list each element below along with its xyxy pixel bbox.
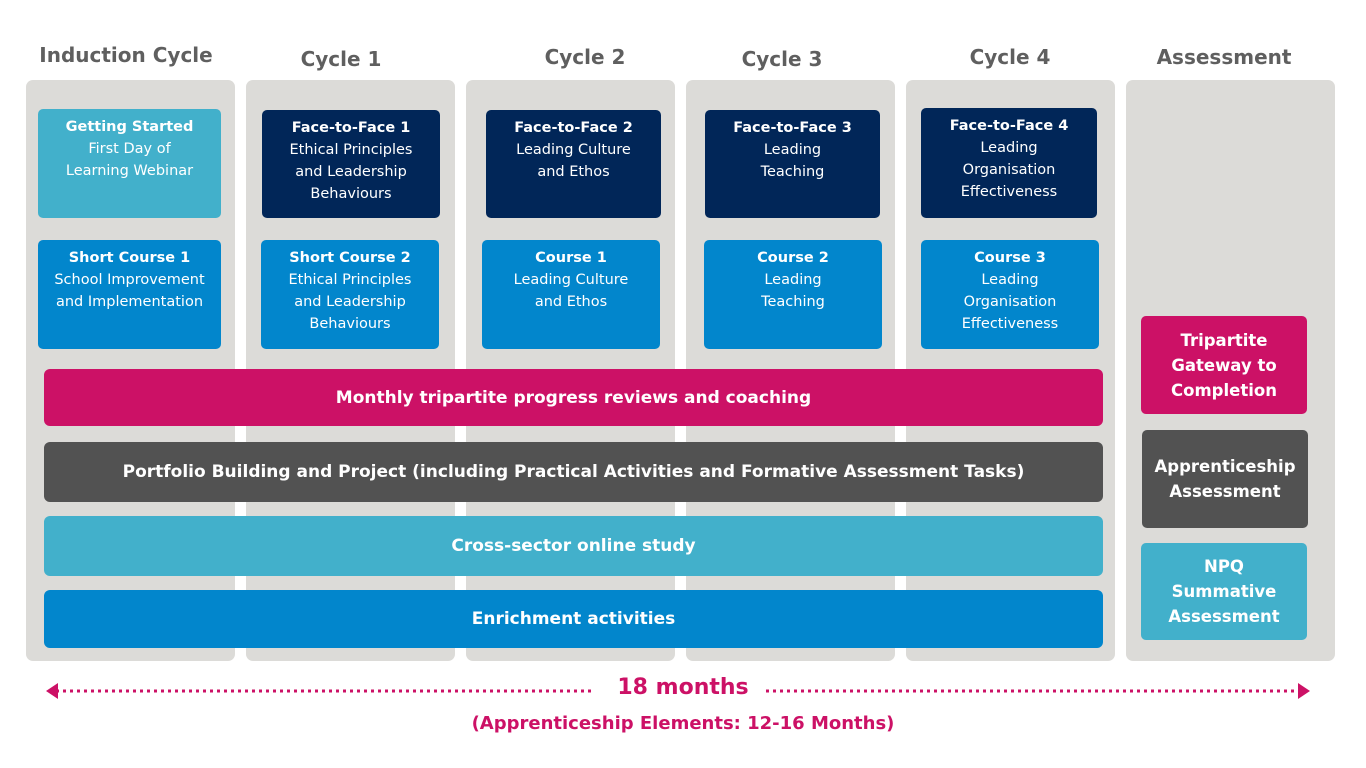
box-line: School Improvement — [54, 272, 205, 288]
box-line: Completion — [1171, 380, 1277, 400]
box-line: Ethical Principles — [289, 142, 413, 158]
arrow-right-head-icon — [1298, 683, 1310, 699]
arrow-left-head-icon — [46, 683, 58, 699]
face-to-face-3-box: Face-to-Face 3 Leading Teaching — [705, 110, 880, 218]
box-title: Face-to-Face 1 — [291, 120, 411, 136]
box-line: Organisation — [962, 162, 1056, 178]
column-heading-induction: Induction Cycle — [39, 43, 213, 67]
box-title: Face-to-Face 4 — [949, 118, 1069, 134]
box-line: Behaviours — [309, 316, 391, 332]
box-line: Leading — [764, 272, 822, 288]
duration-sublabel: (Apprenticeship Elements: 12-16 Months) — [471, 713, 895, 734]
box-line: Leading — [981, 272, 1039, 288]
box-line: Leading — [763, 142, 822, 158]
box-line: First Day of — [88, 141, 171, 157]
box-line: Assessment — [1169, 482, 1281, 501]
column-heading-cycle-4: Cycle 4 — [969, 45, 1051, 69]
box-line: Summative — [1171, 582, 1277, 601]
box-line: and Leadership — [295, 164, 407, 180]
column-heading-assessment: Assessment — [1156, 45, 1292, 69]
monthly-reviews-band: Monthly tripartite progress reviews and … — [44, 369, 1103, 426]
face-to-face-1-box: Face-to-Face 1 Ethical Principles and Le… — [262, 110, 440, 218]
box-line: Teaching — [760, 164, 825, 180]
box-line: NPQ — [1204, 557, 1244, 576]
box-line: Leading Culture — [516, 142, 631, 158]
box-line: Ethical Principles — [288, 272, 412, 288]
box-line: Organisation — [963, 294, 1057, 310]
box-line: Apprenticeship — [1154, 457, 1296, 476]
column-heading-cycle-1: Cycle 1 — [300, 47, 382, 71]
box-line: Effectiveness — [960, 184, 1058, 200]
box-line: Effectiveness — [961, 316, 1059, 332]
column-heading-cycle-2: Cycle 2 — [544, 45, 626, 69]
box-title: Course 3 — [974, 250, 1046, 266]
npq-summative-assessment-box: NPQ Summative Assessment — [1141, 543, 1307, 640]
box-title: Course 2 — [757, 250, 829, 266]
enrichment-activities-band: Enrichment activities — [44, 590, 1103, 648]
box-line: Teaching — [761, 294, 825, 310]
course-2-box: Course 2 Leading Teaching — [704, 240, 882, 349]
box-line: and Leadership — [294, 294, 406, 310]
face-to-face-2-box: Face-to-Face 2 Leading Culture and Ethos — [486, 110, 661, 218]
portfolio-building-band: Portfolio Building and Project (includin… — [44, 442, 1103, 502]
box-line: Gateway to — [1171, 355, 1277, 375]
box-title: Course 1 — [535, 250, 607, 266]
box-line: and Ethos — [534, 294, 608, 310]
box-title: Getting Started — [65, 119, 194, 135]
box-line: Behaviours — [310, 186, 392, 202]
face-to-face-4-box: Face-to-Face 4 Leading Organisation Effe… — [921, 108, 1097, 218]
box-line: Assessment — [1168, 607, 1280, 626]
short-course-2-box: Short Course 2 Ethical Principles and Le… — [261, 240, 439, 349]
box-title: Face-to-Face 2 — [514, 120, 633, 136]
column-heading-cycle-3: Cycle 3 — [741, 47, 823, 71]
box-title: Short Course 2 — [289, 250, 411, 266]
cross-sector-study-band: Cross-sector online study — [44, 516, 1103, 576]
course-3-box: Course 3 Leading Organisation Effectiven… — [921, 240, 1099, 349]
box-line: Tripartite — [1180, 330, 1268, 350]
box-line: Leading Culture — [513, 272, 629, 288]
box-title: Short Course 1 — [68, 250, 191, 266]
getting-started-box: Getting Started First Day of Learning We… — [38, 109, 221, 218]
tripartite-gateway-box: Tripartite Gateway to Completion — [1141, 316, 1307, 414]
box-line: and Implementation — [55, 294, 204, 310]
box-title: Face-to-Face 3 — [733, 120, 852, 136]
box-line: and Ethos — [537, 164, 610, 180]
box-line: Leading — [980, 140, 1038, 156]
duration-arrow — [46, 683, 1310, 699]
course-1-box: Course 1 Leading Culture and Ethos — [482, 240, 660, 349]
duration-label: 18 months — [617, 675, 749, 700]
box-line: Learning Webinar — [65, 163, 194, 179]
apprenticeship-assessment-box: Apprenticeship Assessment — [1142, 430, 1308, 528]
short-course-1-box: Short Course 1 School Improvement and Im… — [38, 240, 221, 349]
